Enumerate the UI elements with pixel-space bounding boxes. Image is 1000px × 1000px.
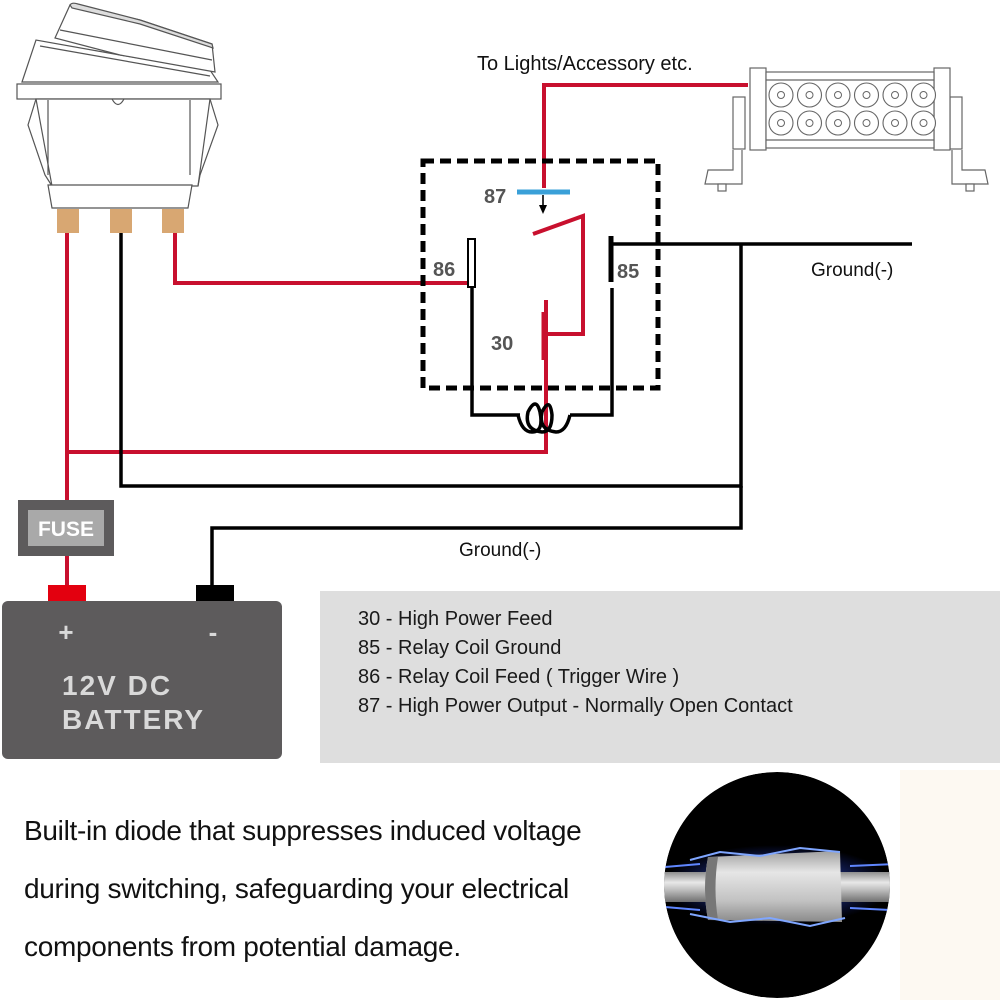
relay-switch-arm — [532, 213, 585, 336]
pin-86-label: 86 — [433, 259, 455, 281]
led-lens — [768, 82, 794, 108]
led-center — [777, 119, 785, 127]
wire-feed-to-30 — [67, 300, 548, 454]
power-wires — [65, 83, 748, 588]
led-center — [805, 119, 814, 127]
legend-item: 87 - High Power Output - Normally Open C… — [358, 695, 793, 717]
led-lens — [910, 110, 937, 136]
pin-85-label: 85 — [617, 261, 639, 283]
diode-description: Built-in diode that suppresses induced v… — [24, 802, 644, 976]
led-lens — [825, 110, 851, 136]
diode-spark-image — [664, 772, 890, 998]
led-center — [919, 91, 928, 99]
led-light-bar — [704, 67, 989, 192]
switch-terminal-right — [162, 209, 184, 233]
led-center — [891, 91, 899, 99]
switch-terminal-middle — [110, 209, 132, 233]
arrow-down-icon — [539, 195, 547, 214]
led-lens — [853, 110, 880, 136]
legend-item: 86 - Relay Coil Feed ( Trigger Wire ) — [358, 666, 680, 688]
battery-negative-symbol: - — [209, 617, 218, 647]
led-grid — [768, 82, 937, 136]
led-center — [834, 91, 842, 99]
fuse: FUSE — [18, 500, 114, 556]
led-center — [834, 119, 842, 127]
led-center — [862, 119, 871, 127]
battery-label-line1: 12V DC — [62, 670, 172, 701]
legend-item: 30 - High Power Feed — [358, 608, 553, 630]
led-center — [862, 91, 871, 99]
led-lens — [796, 110, 823, 136]
description-line: Built-in diode that suppresses induced v… — [24, 815, 582, 846]
rocker-switch — [16, 2, 222, 209]
led-lens — [882, 110, 908, 136]
pin-legend-list: 30 - High Power Feed 85 - Relay Coil Gro… — [358, 605, 793, 721]
pin-legend-panel: 30 - High Power Feed 85 - Relay Coil Gro… — [320, 591, 1000, 763]
relay-housing — [420, 158, 661, 391]
relay-coil — [516, 402, 572, 434]
wire-switch-middle-ground — [119, 233, 743, 488]
battery-positive-terminal — [48, 585, 86, 602]
legend-item: 85 - Relay Coil Ground — [358, 637, 562, 659]
led-center — [891, 119, 899, 127]
pin-30-label: 30 — [491, 333, 513, 355]
switch-terminal-left — [57, 209, 79, 233]
coil-lead-right — [570, 288, 614, 417]
battery-negative-terminal — [196, 585, 234, 602]
description-line: components from potential damage. — [24, 931, 461, 962]
wire-battery-negative-ground — [210, 486, 743, 588]
led-center — [919, 119, 928, 127]
wire-87-to-lights — [542, 83, 748, 188]
led-lens — [853, 82, 880, 108]
battery: + - 12V DC BATTERY — [2, 585, 282, 759]
ground-wires — [119, 233, 912, 588]
battery-label-line2: BATTERY — [62, 704, 205, 735]
led-center — [805, 91, 814, 99]
fuse-label: FUSE — [38, 518, 94, 541]
led-lens — [910, 82, 937, 108]
led-lens — [825, 82, 851, 108]
wire-switch-to-86 — [173, 233, 470, 285]
led-center — [777, 91, 785, 99]
lights-label: To Lights/Accessory etc. — [477, 53, 693, 75]
pin-87-label: 87 — [484, 186, 506, 208]
ground-label-bottom: Ground(-) — [459, 540, 541, 561]
led-lens — [768, 110, 794, 136]
background-fade — [900, 770, 1000, 1000]
battery-positive-symbol: + — [58, 617, 73, 647]
led-lens — [882, 82, 908, 108]
led-lens — [796, 82, 823, 108]
description-line: during switching, safeguarding your elec… — [24, 873, 569, 904]
ground-label-right: Ground(-) — [811, 260, 893, 281]
coil-lead-left — [470, 288, 520, 417]
contact-86 — [467, 238, 476, 288]
